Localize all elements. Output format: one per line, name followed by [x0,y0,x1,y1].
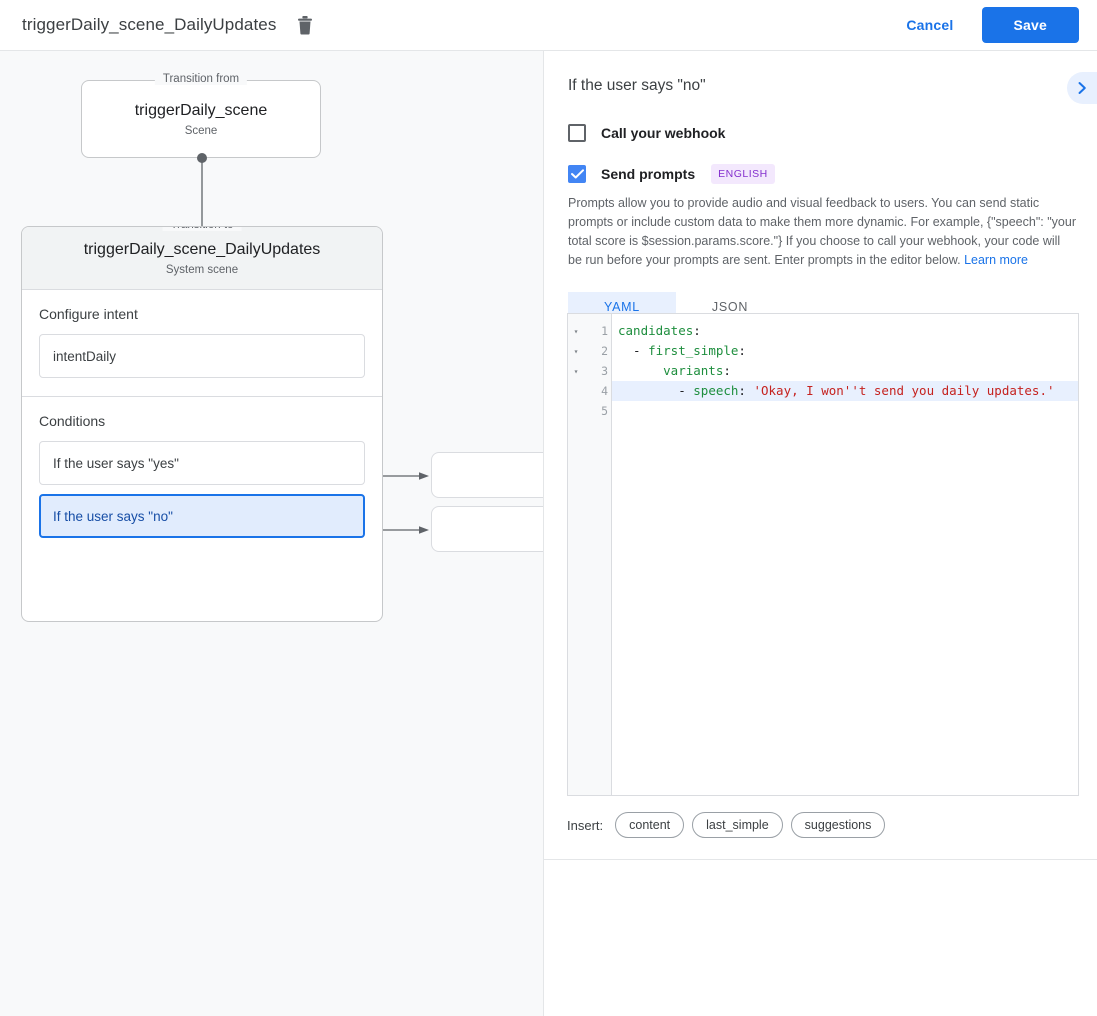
transition-to-subtitle: System scene [165,263,239,276]
gutter-line: ▾2 [568,341,611,361]
line-number: 2 [601,344,608,358]
transition-from-legend: Transition from [154,73,248,85]
insert-chip-suggestions[interactable]: suggestions [790,812,886,838]
call-webhook-checkbox[interactable] [568,124,586,142]
line-number: 5 [601,404,608,418]
code-token: - [618,343,649,358]
insert-chip-last-simple[interactable]: last_simple [692,812,783,838]
code-line[interactable]: candidates: [612,321,1078,341]
cancel-button[interactable]: Cancel [906,17,954,33]
code-token: variants [663,363,724,378]
prompts-description: Prompts allow you to provide audio and v… [544,184,1097,271]
configure-intent-label: Configure intent [39,306,138,322]
trash-icon[interactable] [293,13,317,37]
fold-triangle-icon[interactable]: ▾ [573,346,579,356]
scene-graph-canvas[interactable]: Transition from triggerDaily_scene Scene… [0,51,543,1016]
code-token: : [738,343,746,358]
language-badge: ENGLISH [711,164,775,184]
code-line[interactable]: - speech: 'Okay, I won''t send you daily… [612,381,1078,401]
send-prompts-checkbox[interactable] [568,165,586,183]
intent-field[interactable]: intentDaily [39,334,365,378]
insert-chips-row: Insert: content last_simple suggestions [567,812,893,838]
code-token: : [723,363,731,378]
code-token [618,363,663,378]
conditions-label: Conditions [39,413,106,429]
code-line[interactable] [612,401,1078,421]
save-button[interactable]: Save [981,7,1079,43]
code-token: first_simple [648,343,739,358]
gutter-line: 4 [568,381,611,401]
line-number: 4 [601,384,608,398]
call-webhook-label: Call your webhook [601,125,726,141]
learn-more-link[interactable]: Learn more [964,253,1028,268]
chevron-right-icon[interactable] [1067,72,1097,104]
code-token: speech [693,383,739,398]
condition-item-no[interactable]: If the user says "no" [39,494,365,538]
gutter-line: 5 [568,401,611,421]
call-webhook-row[interactable]: Call your webhook [544,124,1097,142]
line-number: 3 [601,364,608,378]
transition-to-title: triggerDaily_scene_DailyUpdates [83,240,321,258]
fold-triangle-icon[interactable]: ▾ [573,366,579,376]
gutter-line: ▾3 [568,361,611,381]
transition-from-title: triggerDaily_scene [134,101,268,119]
transition-to-header: triggerDaily_scene_DailyUpdates System s… [22,227,382,290]
page-title: triggerDaily_scene_DailyUpdates [22,15,277,34]
code-token: 'Okay, I won''t send you daily updates.' [753,383,1055,398]
editor-code-area[interactable]: candidates: - first_simple: variants: - … [612,314,1078,795]
transition-from-node[interactable]: Transition from triggerDaily_scene Scene [81,73,321,158]
transition-from-subtitle: Scene [184,124,218,137]
code-token: - [618,383,694,398]
transition-to-node[interactable]: Transition to triggerDaily_scene_DailyUp… [21,226,383,622]
conditions-section: Conditions If the user says "yes" If the… [22,396,382,556]
top-bar-actions: Cancel Save [892,7,1097,43]
configure-intent-section: Configure intent intentDaily [22,290,382,396]
tab-json[interactable]: JSON [711,299,749,314]
fold-triangle-icon[interactable]: ▾ [573,326,579,336]
insert-label: Insert: [567,817,604,833]
line-number: 1 [601,324,608,338]
section-divider [544,859,1097,860]
top-app-bar: triggerDaily_scene_DailyUpdates Cancel S… [0,0,1097,51]
code-line[interactable]: - first_simple: [612,341,1078,361]
code-token: : [738,383,754,398]
code-line[interactable]: variants: [612,361,1078,381]
insert-chip-content[interactable]: content [615,812,685,838]
gutter-line: ▾1 [568,321,611,341]
target-node-no[interactable] [431,506,543,552]
transition-to-legend: Transition to [162,227,242,231]
send-prompts-label: Send prompts [601,166,696,182]
code-token: candidates [618,323,694,338]
condition-item-yes[interactable]: If the user says "yes" [39,441,365,485]
send-prompts-row[interactable]: Send prompts ENGLISH [544,164,1097,184]
prompts-description-text: Prompts allow you to provide audio and v… [568,196,1076,268]
panel-title: If the user says "no" [568,77,706,94]
target-node-yes[interactable] [431,452,543,498]
code-token: : [693,323,701,338]
